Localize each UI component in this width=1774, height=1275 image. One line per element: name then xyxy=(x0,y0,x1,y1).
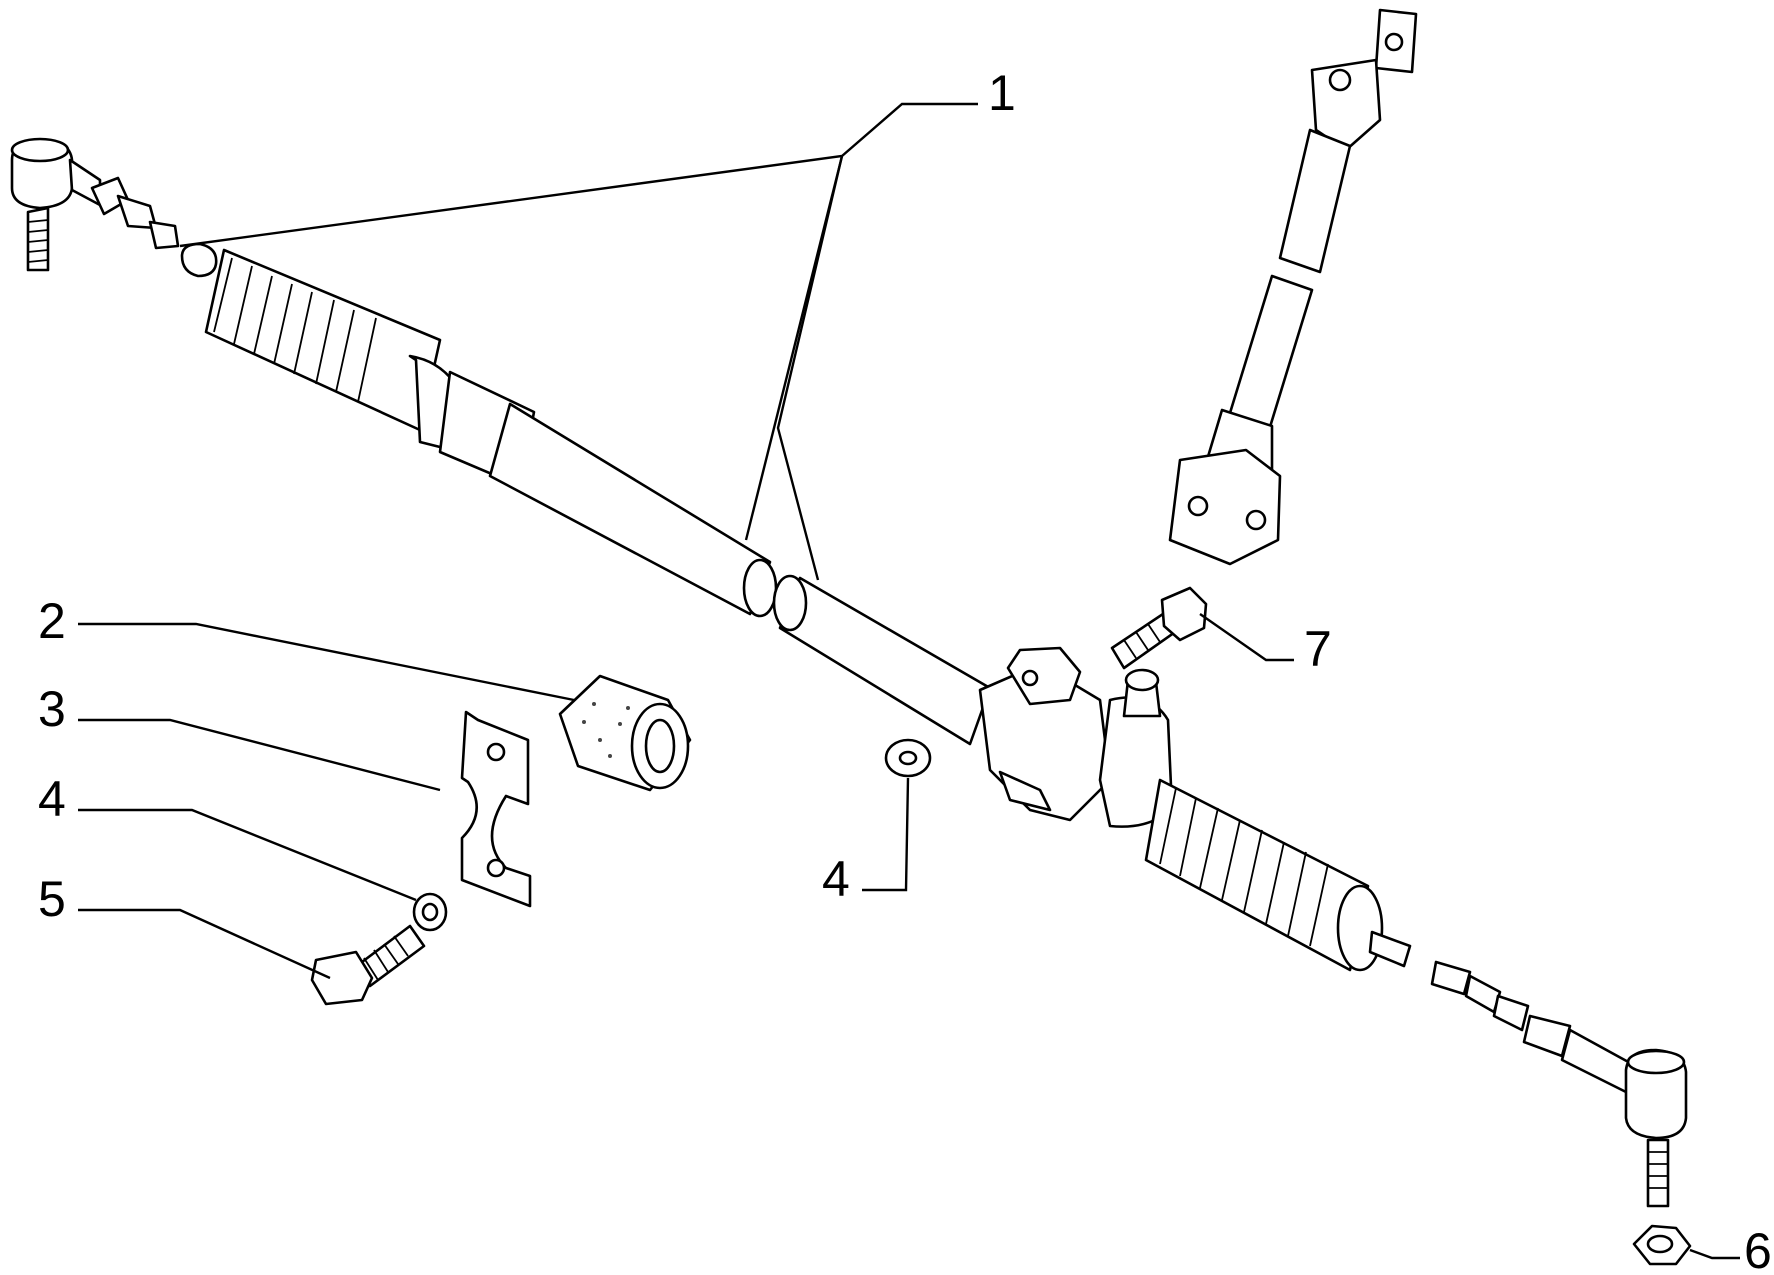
part-5-bolt xyxy=(310,924,426,1006)
right-tie-rod-end xyxy=(1430,960,1688,1208)
steering-intermediate-shaft xyxy=(1168,8,1418,566)
part-7-bolt xyxy=(1110,586,1208,670)
right-bellows-boot xyxy=(1144,778,1412,972)
part-3-clamp xyxy=(460,710,532,908)
callout-6: 6 xyxy=(1744,1223,1772,1275)
callout-1: 1 xyxy=(988,65,1016,121)
leader-lines xyxy=(78,102,1740,1260)
part-6-nut xyxy=(1632,1224,1692,1266)
part-2-bushing xyxy=(558,674,692,792)
callout-7: 7 xyxy=(1304,621,1332,677)
callout-2: 2 xyxy=(38,593,66,649)
rack-housing xyxy=(978,646,1174,828)
callout-4-left: 4 xyxy=(38,771,66,827)
part-4-washer-middle xyxy=(884,738,932,778)
rack-tube-left xyxy=(204,248,992,746)
left-tie-rod-end xyxy=(10,137,218,278)
callout-4-middle: 4 xyxy=(822,851,850,907)
callout-5: 5 xyxy=(38,871,66,927)
callout-3: 3 xyxy=(38,681,66,737)
part-4-washer-left xyxy=(412,892,448,932)
